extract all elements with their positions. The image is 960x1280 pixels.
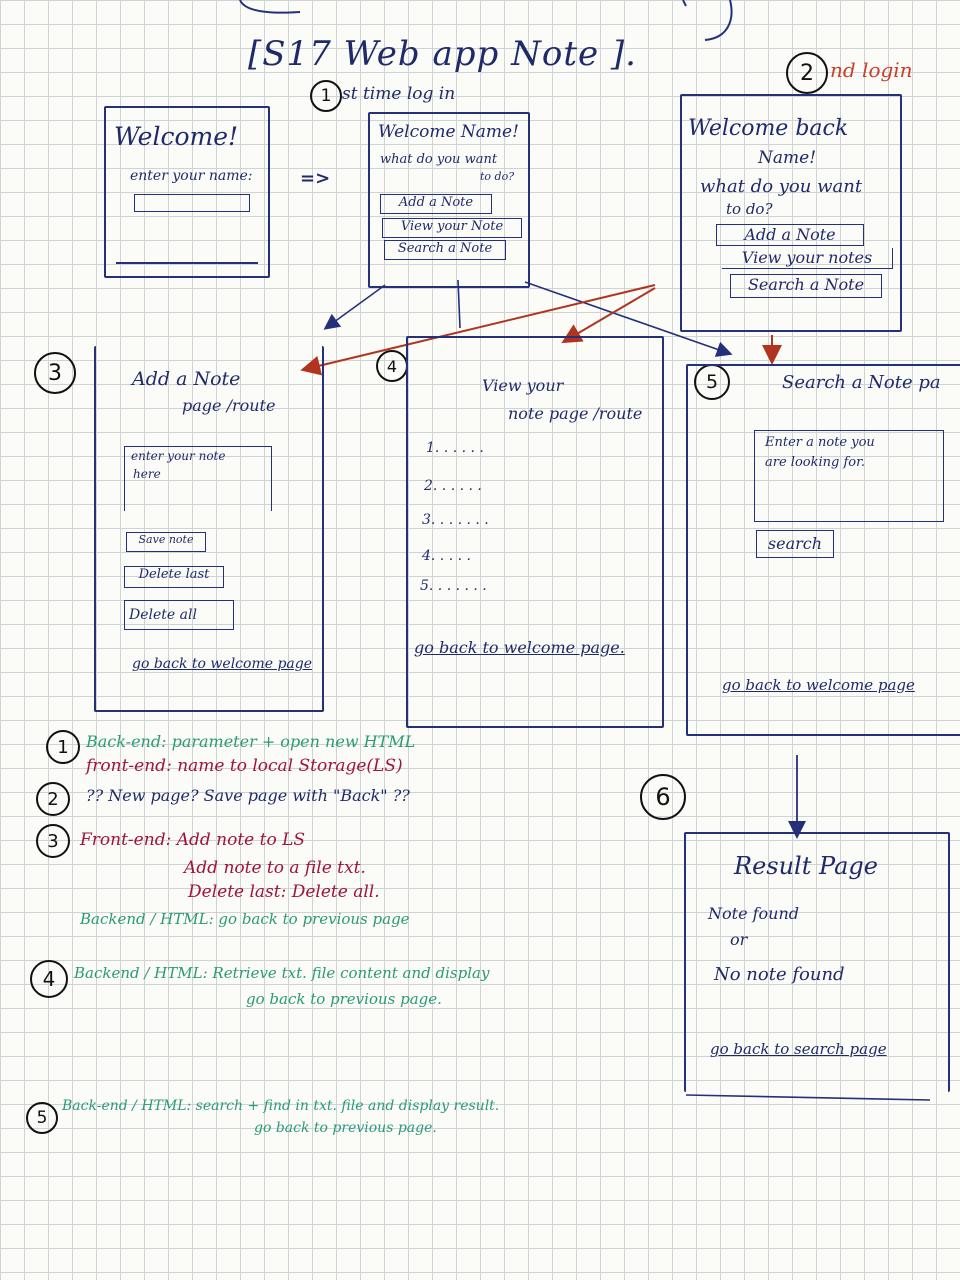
search-note-button[interactable]: Search a Note	[384, 240, 506, 260]
result-or: or	[730, 930, 748, 949]
add-note-page: Add a Note page /route enter your note h…	[94, 346, 324, 712]
note-item-4: 4. . . . .	[422, 548, 471, 564]
step-6-num: 6	[655, 783, 671, 811]
note-5-line-1: Back-end / HTML: search + find in txt. f…	[62, 1098, 500, 1114]
note-textarea-placeholder-2: here	[133, 467, 161, 481]
note-4-num: 4	[42, 967, 56, 991]
note-4-line-2: go back to previous page.	[246, 990, 442, 1008]
name-input[interactable]	[134, 194, 250, 212]
note-5-badge: 5	[26, 1102, 58, 1134]
note-3-line-3: Delete last: Delete all.	[188, 882, 380, 902]
delete-all-button[interactable]: Delete all	[124, 600, 234, 630]
search-input-placeholder: Enter a note you	[765, 435, 875, 450]
delete-last-button[interactable]: Delete last	[124, 566, 224, 588]
view-notes-page: View your note page /route 1. . . . . . …	[406, 336, 664, 728]
search-page-title: Search a Note pa	[782, 372, 941, 393]
result-page: Result Page Note found or No note found …	[684, 832, 950, 1092]
first-login-question-2: to do?	[480, 170, 515, 183]
arrow-to-first-login: =>	[300, 168, 331, 189]
search-page-back-link[interactable]: go back to welcome page	[722, 676, 915, 694]
step-1-badge: 1	[310, 80, 342, 112]
first-login-greeting: Welcome Name!	[378, 122, 519, 142]
note-textarea[interactable]: enter your note here	[124, 446, 272, 511]
note-2-text: ?? New page? Save page with "Back" ??	[86, 786, 410, 805]
note-5-num: 5	[36, 1108, 48, 1128]
add-page-subtitle: page /route	[182, 396, 276, 415]
note-1-backend: Back-end: parameter + open new HTML	[86, 732, 416, 751]
note-5-line-2: go back to previous page.	[254, 1120, 437, 1136]
note-3-line-4: Backend / HTML: go back to previous page	[80, 910, 410, 928]
note-textarea-placeholder: enter your note	[131, 449, 226, 463]
second-login-screen: Welcome back Name! what do you want to d…	[680, 94, 902, 332]
search-input[interactable]: Enter a note you are looking for.	[754, 430, 944, 522]
note-1-num: 1	[57, 736, 69, 758]
search-note-button-2[interactable]: Search a Note	[730, 274, 882, 298]
step-4-num: 4	[386, 356, 398, 376]
note-2-badge: 2	[36, 782, 70, 816]
note-3-line-1: Front-end: Add note to LS	[80, 830, 306, 850]
add-page-title: Add a Note	[132, 368, 241, 390]
welcome-bottom-line	[116, 262, 258, 264]
step-3-badge: 3	[34, 352, 76, 394]
second-login-question: what do you want	[700, 176, 863, 197]
note-1-frontend: front-end: name to local Storage(LS)	[86, 756, 403, 776]
add-note-button[interactable]: Add a Note	[380, 194, 492, 214]
second-login-label: nd login	[830, 58, 913, 82]
welcome-screen: Welcome! enter your name:	[104, 106, 270, 278]
step-6-badge: 6	[640, 774, 686, 820]
note-item-2: 2. . . . . .	[424, 478, 482, 494]
note-3-num: 3	[47, 830, 59, 852]
note-1-badge: 1	[46, 730, 80, 764]
name-prompt: enter your name:	[130, 168, 253, 184]
result-note-found: Note found	[708, 904, 800, 923]
first-login-screen: Welcome Name! what do you want to do? Ad…	[368, 112, 530, 288]
step-2-badge: 2	[786, 52, 828, 94]
welcome-heading: Welcome!	[114, 122, 239, 151]
result-back-link[interactable]: go back to search page	[710, 1040, 887, 1058]
note-item-3: 3. . . . . . .	[422, 512, 489, 528]
view-notes-button-2[interactable]: View your notes	[722, 248, 893, 269]
first-login-label: st time log in	[342, 84, 456, 104]
note-item-1: 1. . . . . .	[426, 440, 484, 456]
note-3-line-2: Add note to a file txt.	[184, 858, 366, 878]
add-note-button-2[interactable]: Add a Note	[716, 224, 864, 246]
view-page-subtitle: note page /route	[508, 404, 643, 423]
page-title: [S17 Web app Note ].	[248, 34, 637, 74]
add-page-back-link[interactable]: go back to welcome page	[132, 656, 313, 672]
note-item-5: 5. . . . . . .	[420, 578, 487, 594]
step-3-num: 3	[48, 360, 62, 386]
result-page-title: Result Page	[734, 852, 878, 880]
search-input-placeholder-2: are looking for.	[765, 455, 866, 470]
note-4-badge: 4	[30, 960, 68, 998]
step-2-num: 2	[800, 60, 814, 86]
save-note-button[interactable]: Save note	[126, 532, 206, 552]
search-button[interactable]: search	[756, 530, 834, 558]
second-login-question-2: to do?	[726, 200, 773, 218]
note-4-line-1: Backend / HTML: Retrieve txt. file conte…	[74, 964, 490, 982]
step-4-badge: 4	[376, 350, 408, 382]
note-2-num: 2	[47, 788, 59, 810]
step-5-num: 5	[705, 371, 719, 393]
step-1-num: 1	[320, 86, 332, 106]
result-no-note-found: No note found	[714, 964, 845, 985]
view-note-button[interactable]: View your Note	[382, 218, 522, 238]
search-note-page: Search a Note pa Enter a note you are lo…	[686, 364, 960, 736]
note-3-badge: 3	[36, 824, 70, 858]
view-page-title: View your	[482, 376, 564, 395]
first-login-question: what do you want	[380, 152, 498, 167]
second-login-name: Name!	[758, 148, 817, 168]
view-page-back-link[interactable]: go back to welcome page.	[414, 638, 625, 657]
second-login-greeting: Welcome back	[688, 116, 849, 141]
